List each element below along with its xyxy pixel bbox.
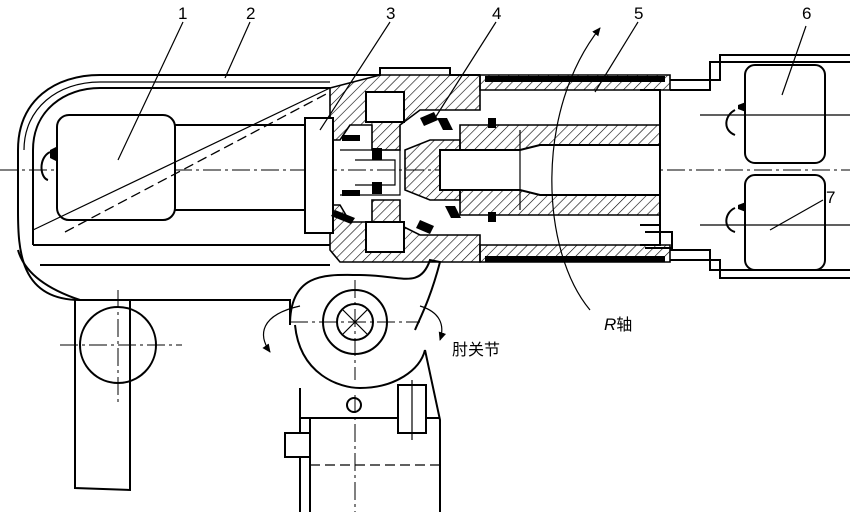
leader-lines bbox=[117, 21, 824, 231]
elbow-joint-label: 肘关节 bbox=[452, 340, 500, 359]
motor bbox=[32, 87, 331, 233]
part-number-1: 1 bbox=[178, 4, 187, 23]
r-axis-letter: R bbox=[604, 315, 616, 334]
elbow-rotation-arrow-right bbox=[419, 305, 447, 341]
finger-block-7 bbox=[744, 174, 826, 271]
r-axis-label: R轴 bbox=[604, 315, 632, 334]
part-number-3: 3 bbox=[386, 4, 395, 23]
part-number-4: 4 bbox=[492, 4, 501, 23]
output-shaft bbox=[439, 74, 673, 263]
finger-block-6 bbox=[744, 64, 826, 164]
gear-housing bbox=[304, 74, 496, 263]
part-number-7: 7 bbox=[826, 188, 835, 207]
r-axis-word: 轴 bbox=[616, 315, 632, 334]
part-number-2: 2 bbox=[246, 4, 255, 23]
elbow-joint bbox=[284, 258, 442, 512]
part-number-5: 5 bbox=[634, 4, 643, 23]
elbow-rotation-arrow bbox=[262, 305, 301, 353]
gripper-flange bbox=[670, 54, 850, 279]
part-number-6: 6 bbox=[802, 4, 811, 23]
r-axis-rotation-arrow bbox=[551, 27, 601, 311]
motor-diagonal-dashed bbox=[64, 91, 331, 233]
base-column bbox=[60, 290, 182, 492]
